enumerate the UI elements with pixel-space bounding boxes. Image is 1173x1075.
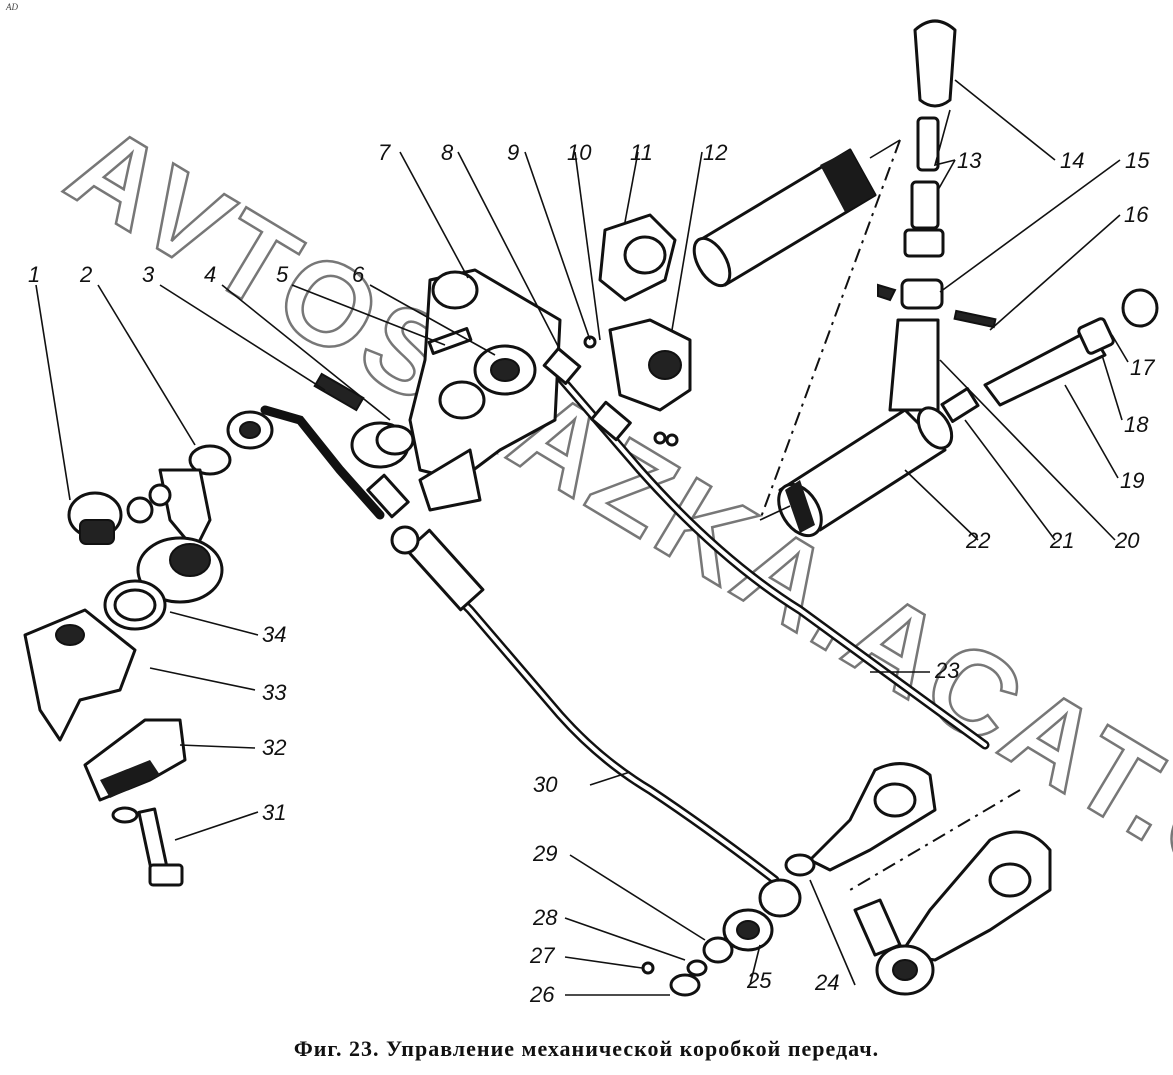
rod-19 [983,317,1115,407]
callout-32: 32 [262,735,286,760]
leader-lines [35,79,1129,996]
callout-14: 14 [1060,148,1084,173]
callout-4: 4 [204,262,216,287]
ring-34 [103,579,167,631]
link-rod-30 [260,405,780,885]
callout-2: 2 [79,262,92,287]
callout-9: 9 [507,140,519,165]
callout-19: 19 [1120,468,1144,493]
axis-tick-upper [759,139,901,521]
callout-1: 1 [28,262,40,287]
callout-5: 5 [276,262,289,287]
knob-14 [913,19,957,108]
callout-27: 27 [529,943,555,968]
screw-16 [953,309,997,329]
shift-rod-23 [540,355,990,750]
callout-29: 29 [532,841,557,866]
callout-21: 21 [1049,528,1074,553]
tube-upper [692,148,877,288]
housing-6 [408,268,562,512]
spring-21 [940,387,980,423]
figure-caption: Фиг. 23. Управление механической коробко… [293,1036,880,1061]
pin-3 [313,372,365,412]
lever-13 [888,116,945,412]
lever-24-upper [784,762,937,877]
axis-line-lower [849,789,1021,891]
clamp-32 [83,718,187,802]
callout-15: 15 [1125,148,1150,173]
bracket-11 [583,213,692,447]
callout-6: 6 [352,262,365,287]
callout-12: 12 [703,140,727,165]
sleeve-8 [542,347,632,442]
cap-nut-1 [67,491,123,545]
callout-17: 17 [1130,355,1155,380]
callout-16: 16 [1124,202,1149,227]
callout-23: 23 [934,658,960,683]
bushing-25 [722,878,802,952]
washers-26-29 [641,936,734,997]
callout-7: 7 [378,140,391,165]
callout-22: 22 [965,528,990,553]
bushing-5 [226,410,415,469]
callout-20: 20 [1114,528,1140,553]
handle-tube-22 [777,406,954,538]
bolt-31 [111,806,184,887]
callout-18: 18 [1124,412,1149,437]
lever-2 [126,444,232,604]
callout-3: 3 [142,262,155,287]
lever-24-lower [853,830,1052,996]
callout-26: 26 [529,982,555,1007]
corner-mark: AD [6,2,18,12]
cap-17 [1121,288,1159,328]
callout-28: 28 [532,905,558,930]
callout-11: 11 [630,140,653,165]
callout-34: 34 [262,622,286,647]
callout-30: 30 [533,772,558,797]
callout-10: 10 [567,140,592,165]
callout-25: 25 [746,968,772,993]
callout-33: 33 [262,680,287,705]
callout-8: 8 [441,140,454,165]
pin-15 [877,283,897,302]
callout-31: 31 [262,800,286,825]
axis-line-upper [759,139,901,521]
callout-24: 24 [814,970,839,995]
callout-13: 13 [957,148,982,173]
bracket-33 [23,608,137,742]
